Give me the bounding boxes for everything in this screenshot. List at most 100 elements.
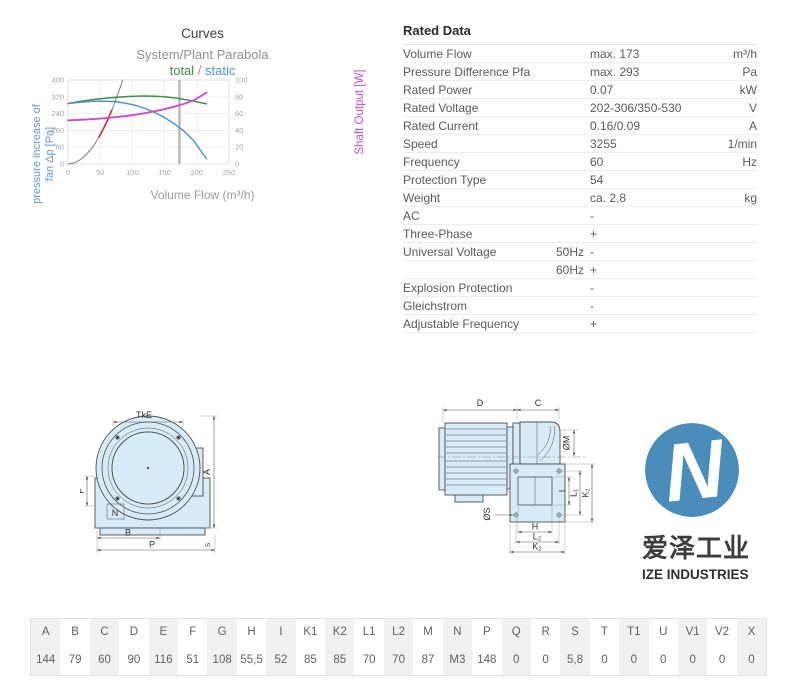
dim-col-value: 79 [68, 654, 82, 666]
rated-value: 60 [590, 154, 604, 169]
rated-label: Protection Type [403, 172, 487, 187]
plot-border [67, 79, 230, 165]
rated-frequency: 50Hz [555, 244, 584, 259]
dim-col-value: 0 [513, 654, 520, 666]
dim-col-header: B [71, 626, 79, 638]
dim-col-header: P [482, 626, 491, 638]
dim-col-header: F [189, 626, 197, 638]
dim-col-header: U [659, 626, 668, 638]
rated-label: Rated Current [403, 118, 479, 133]
rated-label: Adjustable Frequency [403, 316, 520, 331]
rated-value: + [590, 226, 598, 241]
rated-row: AC - [403, 207, 757, 225]
y-tick-label-right: 40 [235, 126, 243, 135]
y-tick-label-right: 80 [235, 92, 243, 101]
dim-col-header: S [571, 626, 579, 638]
x-tick-label: 200 [191, 168, 204, 177]
dim-col-value: 85 [333, 654, 347, 666]
dim-col-value: 52 [274, 654, 288, 666]
dim-col-header: V2 [715, 626, 730, 638]
rated-value: 202-306/350-530 [590, 100, 682, 115]
series-shaft-output [67, 91, 208, 122]
rated-label: Volume Flow [403, 46, 472, 61]
mounting-foot [99, 527, 206, 536]
rated-label: Rated Power [403, 82, 473, 97]
dim-col-value: 144 [36, 654, 56, 666]
dim-label-m: ØM [562, 436, 572, 451]
dim-col-value: 0 [660, 654, 667, 666]
chart-title: Curves [181, 26, 224, 41]
y-tick-label-right: 100 [235, 76, 248, 85]
dim-label-k2: K₂ [532, 542, 542, 552]
dim-col-value: 90 [127, 654, 141, 666]
rated-value: + [590, 316, 598, 331]
x-tick-label: 50 [96, 168, 104, 177]
logo-chinese-name: 爱泽工业 [642, 533, 751, 563]
dim-col-value: 70 [392, 654, 405, 666]
x-axis-label: Volume Flow (m³/h) [150, 188, 255, 202]
rated-unit: kg [744, 190, 757, 205]
y-tick-label-left: 160 [51, 126, 64, 135]
rated-value: ca. 2,8 [590, 190, 627, 205]
scroll-curve-inner [537, 425, 551, 456]
fan-housing-front [94, 415, 211, 536]
y-tick-label-right: 20 [235, 143, 243, 152]
y-tick-label-left: 80 [56, 143, 64, 152]
legend-total: total [169, 63, 195, 78]
rated-unit: Hz [742, 154, 757, 169]
fan-side-assembly [437, 421, 587, 523]
dim-label-l1: L₁ [569, 489, 579, 497]
dim-column: B 79 [60, 619, 89, 675]
rated-value: - [590, 298, 594, 313]
dim-col-header: V1 [685, 626, 700, 638]
rated-value: - [590, 208, 594, 223]
dim-col-header: T [600, 626, 608, 638]
dim-col-value: 55,5 [240, 654, 263, 666]
dim-col-header: M [423, 626, 433, 638]
y-tick-label-left: 0 [60, 160, 64, 169]
inlet-ring [107, 427, 189, 509]
series-parabola-highlight [98, 109, 113, 138]
dim-column: I 52 [266, 619, 296, 675]
motor-body [444, 422, 508, 496]
dim-col-header: R [541, 626, 550, 638]
front-view-dimensions: TkE A F N B P S [80, 410, 217, 553]
dim-col-header: I [279, 626, 283, 638]
y-tick-label-right: 0 [235, 160, 239, 169]
rated-unit: V [748, 100, 757, 115]
inlet-mesh [111, 431, 185, 505]
rated-label: AC [403, 208, 420, 223]
chart-subtitle: System/Plant Parabola [136, 47, 269, 62]
series-static [67, 100, 208, 160]
logo-english-name: IZE INDUSTRIES [642, 567, 749, 582]
x-tick-label: 100 [126, 168, 139, 177]
logo-circle [645, 423, 739, 517]
dim-label-c: C [535, 398, 542, 408]
dim-col-value: 0 [630, 654, 638, 666]
dim-label-l2: L₂ [533, 532, 542, 542]
rated-value: - [590, 244, 594, 259]
dim-col-header: E [159, 626, 168, 638]
bolt-hole [176, 435, 181, 440]
rated-row: Gleichstrom- [403, 297, 757, 315]
dim-col-value: 5,8 [567, 654, 584, 666]
dim-col-value: 108 [212, 654, 232, 666]
dim-label-k1: K₁ [581, 488, 591, 497]
rated-label: Frequency [403, 154, 460, 169]
dim-label-i: I [558, 490, 568, 493]
chart-legend: total / static [25, 63, 380, 78]
